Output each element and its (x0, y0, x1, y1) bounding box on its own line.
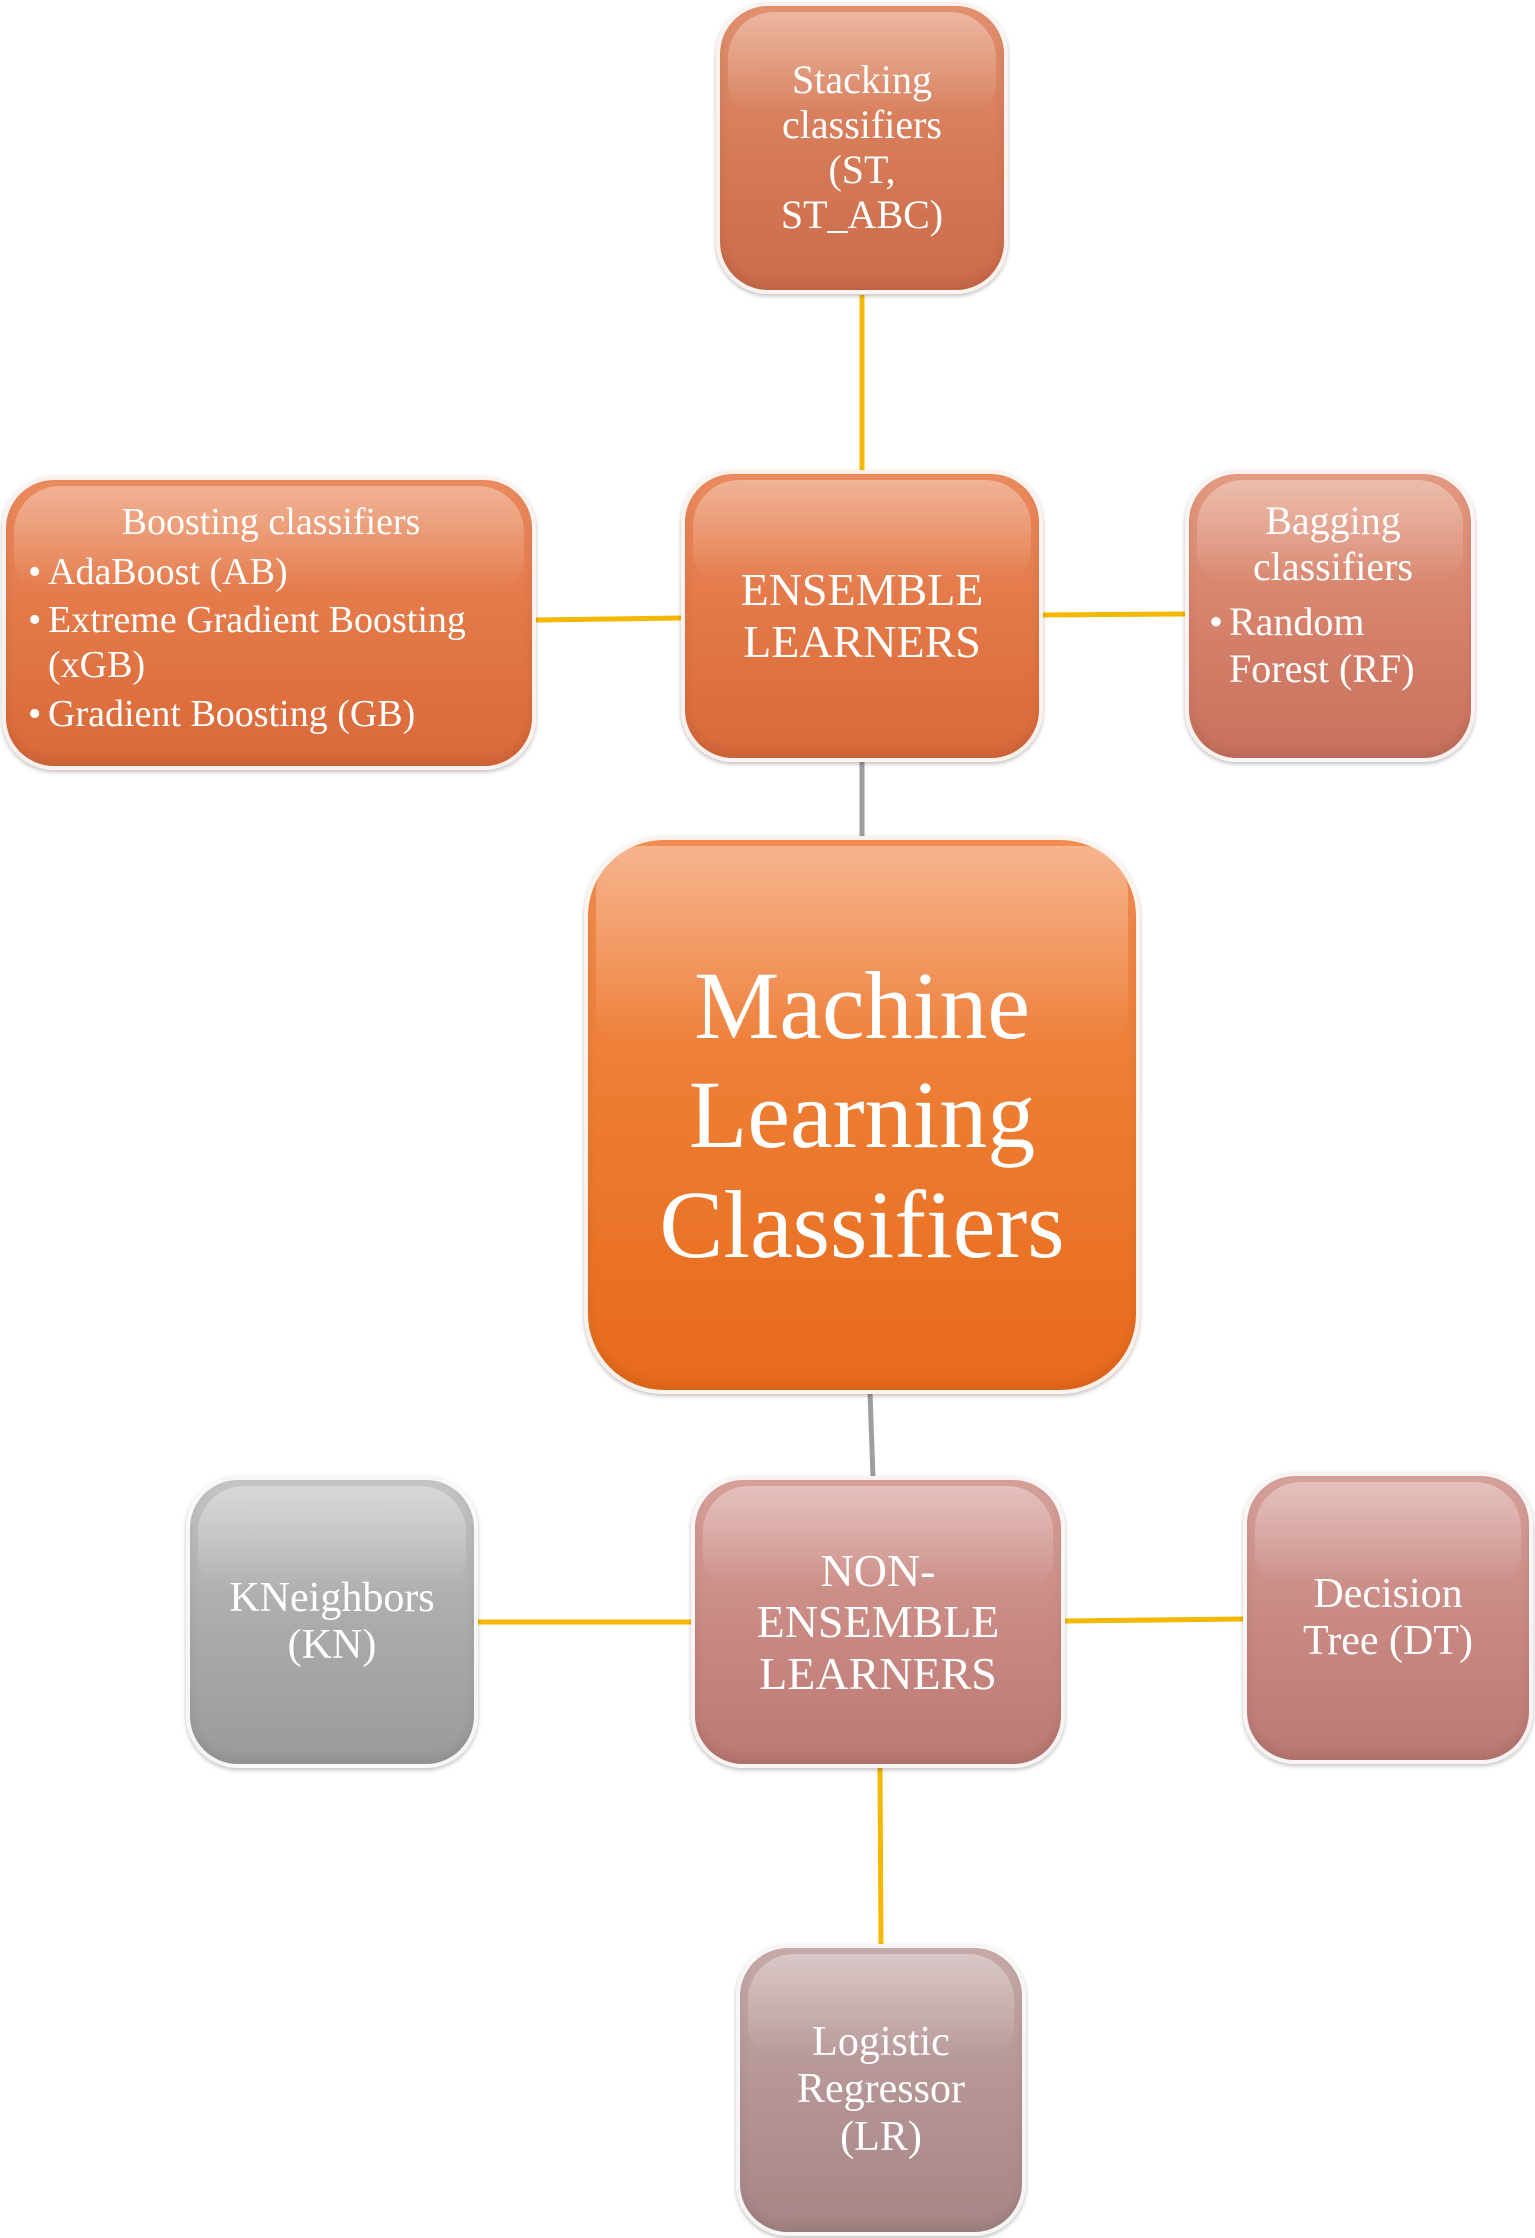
connector-boosting-ensemble (535, 615, 683, 623)
ensemble-learners-label: ENSEMBLE LEARNERS (740, 564, 984, 667)
bagging-classifiers-title: Bagging classifiers (1253, 498, 1413, 589)
connector-center-nonensemble (867, 1391, 876, 1479)
bagging-classifiers-list: • Random Forest (RF) (1209, 598, 1457, 696)
non-ensemble-learners-node: NON- ENSEMBLE LEARNERS (691, 1476, 1065, 1768)
connector-nonensemble-decisiontree (1063, 1616, 1245, 1624)
ensemble-learners-node: ENSEMBLE LEARNERS (681, 470, 1043, 762)
boosting-item-xgboost: Extreme Gradient Boosting (xGB) (48, 599, 466, 687)
list-item: • Gradient Boosting (GB) (28, 692, 514, 737)
list-item: • Random Forest (RF) (1209, 598, 1457, 692)
bullet-icon: • (28, 550, 42, 593)
stacking-classifiers-node: Stacking classifiers (ST, ST_ABC) (716, 2, 1008, 294)
list-item: • AdaBoost (AB) (28, 550, 514, 595)
list-item: • Extreme Gradient Boosting (xGB) (28, 598, 514, 688)
decision-tree-node: Decision Tree (DT) (1243, 1472, 1533, 1764)
stacking-classifiers-label: Stacking classifiers (ST, ST_ABC) (780, 57, 944, 237)
boosting-item-gradient-boosting: Gradient Boosting (GB) (48, 693, 416, 736)
non-ensemble-learners-label: NON- ENSEMBLE LEARNERS (756, 1544, 1000, 1699)
connector-nonensemble-logistic (877, 1767, 884, 1946)
logistic-regressor-label: Logistic Regressor (LR) (797, 2019, 965, 2160)
machine-learning-classifiers-node: Machine Learning Classifiers (584, 836, 1140, 1394)
bullet-icon: • (28, 599, 42, 642)
machine-learning-classifiers-label: Machine Learning Classifiers (659, 951, 1065, 1278)
boosting-item-adaboost: AdaBoost (AB) (48, 550, 288, 593)
bullet-icon: • (28, 693, 42, 736)
bagging-classifiers-node: Bagging classifiers • Random Forest (RF) (1185, 470, 1475, 762)
decision-tree-label: Decision Tree (DT) (1303, 1570, 1473, 1664)
boosting-classifiers-list: • AdaBoost (AB) • Extreme Gradient Boost… (28, 550, 514, 741)
boosting-classifiers-title: Boosting classifiers (121, 501, 421, 543)
boosting-classifiers-node: Boosting classifiers • AdaBoost (AB) • E… (2, 476, 536, 770)
bullet-icon: • (1209, 599, 1224, 644)
bagging-item-random-forest: Random Forest (RF) (1229, 599, 1415, 692)
connector-ensemble-bagging (1041, 611, 1187, 618)
kneighbors-label: KNeighbors (KN) (229, 1574, 435, 1668)
logistic-regressor-node: Logistic Regressor (LR) (736, 1944, 1026, 2236)
kneighbors-node: KNeighbors (KN) (186, 1476, 478, 1768)
